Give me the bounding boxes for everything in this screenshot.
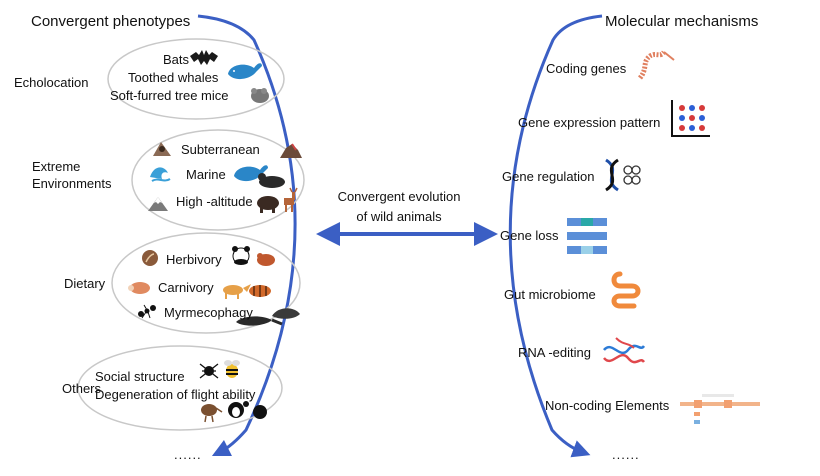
category-extreme-line1: Extreme [32,159,81,174]
category-echolocation: Echolocation [14,75,89,90]
category-extreme-line2: Environments [32,176,112,191]
bee-icon [224,360,240,378]
left-arc [197,14,297,457]
item-high-altitude: High -altitude [176,194,253,209]
spider-icon [199,363,219,379]
mech-gene-loss: Gene loss [500,228,559,243]
dna-helix-icon [605,158,641,192]
seal-icon [258,173,285,188]
left-ellipsis: ...... [174,447,202,462]
redpanda-icon [257,253,275,266]
whale-icon [228,63,262,80]
leaf-icon [142,250,158,266]
item-subterranean: Subterranean [181,142,260,157]
item-bats: Bats [163,52,190,67]
penguin-icon [228,401,267,419]
mountain-icon [148,197,168,211]
panda-icon [232,246,250,265]
whale-icon-2 [234,165,268,182]
ellipse-extreme-environments [131,129,305,231]
left-heading: Convergent phenotypes [31,13,191,30]
item-social-structure: Social structure [95,369,185,384]
item-myrmecophagy: Myrmecophagy [164,305,253,320]
mech-gene-regulation: Gene regulation [502,169,595,184]
gene-track-icon [680,394,760,424]
center-label-line2: of wild animals [356,208,442,224]
anteater-icon [236,316,283,326]
ellipse-echolocation [107,38,285,120]
gene-blocks-icon [567,218,607,254]
kiwi-icon [201,404,223,423]
category-others: Others [62,381,102,396]
item-degeneration-flight: Degeneration of flight ability [95,387,256,402]
item-marine: Marine [186,167,226,182]
item-carnivory: Carnivory [158,280,214,295]
pangolin-icon [272,308,300,319]
right-arc [508,14,603,458]
item-herbivory: Herbivory [166,252,222,267]
center-label-line1: Convergent evolution [337,189,461,204]
tiger-icon [249,285,271,297]
mech-coding-genes: Coding genes [546,61,627,76]
wave-icon [150,167,171,182]
item-toothed-whales: Toothed whales [128,70,219,85]
mole-icon [153,142,171,156]
right-ellipsis: ...... [612,447,640,462]
ant-icon [138,304,156,319]
ellipse-dietary [111,232,301,334]
rna-strand-icon [603,337,646,364]
mech-gene-expression: Gene expression pattern [518,115,661,130]
protein-icon [637,50,675,80]
heatmap-icon [671,100,710,137]
mech-gut-microbiome: Gut microbiome [504,287,596,302]
yak-icon [257,196,279,213]
rock-icon [280,143,302,158]
fox-icon [223,284,251,299]
meat-icon [128,282,150,294]
mech-rna-editing: RNA -editing [518,345,591,360]
mouse-icon [251,88,269,103]
item-soft-furred-tree-mice: Soft-furred tree mice [110,88,229,103]
deer-icon [284,187,298,212]
bat-icon [190,50,218,65]
right-heading: Molecular mechanisms [605,13,759,30]
ellipse-others [77,345,283,431]
center-label: Convergent evolution of wild animals [334,187,464,226]
category-dietary: Dietary [64,276,106,291]
mech-non-coding: Non-coding Elements [545,398,670,413]
intestine-icon [611,271,641,309]
